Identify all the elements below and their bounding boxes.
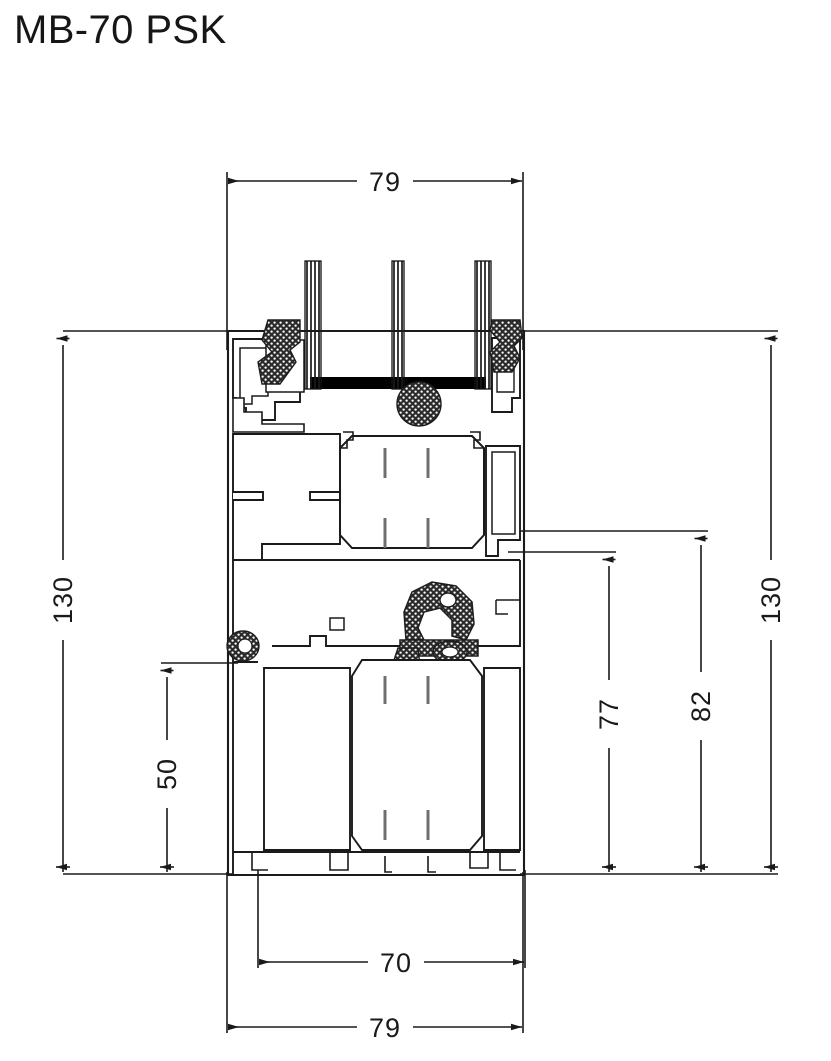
dim-left-height-130: 130 <box>48 576 78 624</box>
dim-bottom-width-70: 70 <box>380 948 412 978</box>
dim-height-77: 77 <box>594 698 624 730</box>
dim-height-50: 50 <box>152 758 182 790</box>
dim-right-height-130: 130 <box>756 576 786 624</box>
dimension-lines <box>56 172 778 1033</box>
glazing-unit <box>304 260 492 390</box>
dim-bottom-width-79: 79 <box>369 1013 401 1043</box>
center-seal-gasket <box>393 581 479 671</box>
frame-chambers-lower <box>232 659 524 876</box>
dim-height-82: 82 <box>686 690 716 722</box>
glazing-gaskets <box>257 319 523 427</box>
page-title: MB-70 PSK <box>14 8 227 52</box>
profile-geometry <box>226 260 526 877</box>
dim-top-width-79: 79 <box>369 167 401 197</box>
left-edge-gasket <box>226 630 260 662</box>
frame-chambers-upper <box>232 431 521 561</box>
